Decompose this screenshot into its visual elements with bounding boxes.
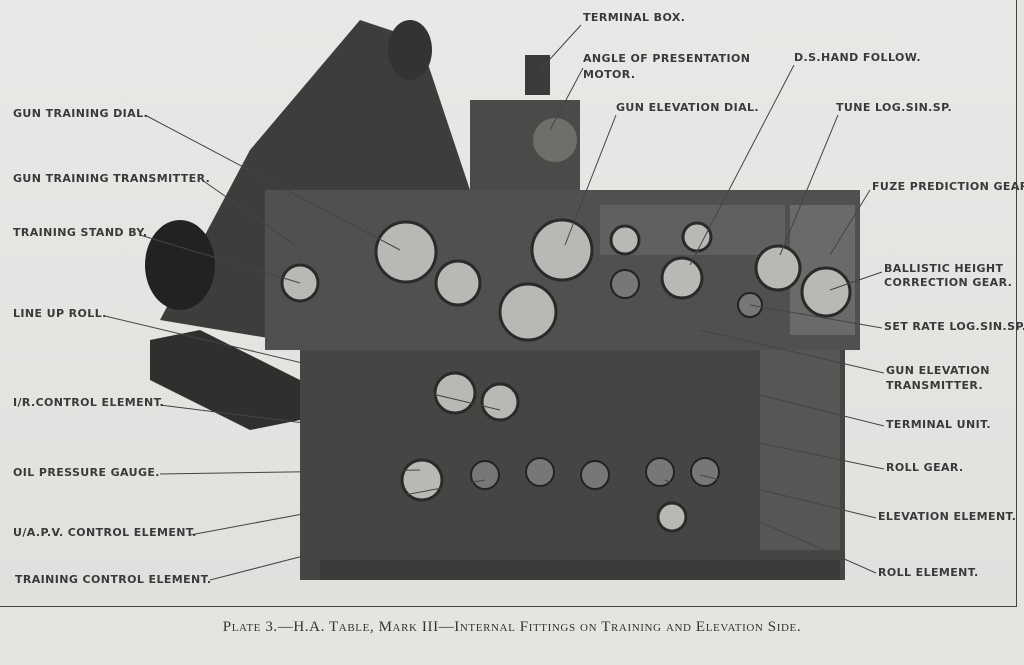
label-set-rate-log-sin-sp: SET RATE LOG.SIN.SP. [884,320,1024,333]
label-training-control-element: TRAINING CONTROL ELEMENT. [15,573,212,586]
label-roll-element: ROLL ELEMENT. [878,566,979,579]
label-angle-of-presentation-motor: MOTOR. [583,68,636,81]
label-terminal-unit: TERMINAL UNIT. [886,418,991,431]
label-gun-training-transmitter: GUN TRAINING TRANSMITTER. [13,172,211,185]
label-elevation-element: ELEVATION ELEMENT. [878,510,1017,523]
label-line-up-roll: LINE UP ROLL. [13,307,107,320]
label-gun-training-dial: GUN TRAINING DIAL. [13,107,149,120]
plate-caption: Plate 3.—H.A. Table, Mark III—Internal F… [222,619,802,635]
label-tune-log-sin-sp: TUNE LOG.SIN.SP. [836,101,953,114]
label-ir-control-element: I/R.CONTROL ELEMENT. [13,396,165,409]
label-transmitter: TRANSMITTER. [886,379,984,392]
label-fuze-prediction-gear: FUZE PREDICTION GEAR. [872,180,1024,193]
label-ds-hand-follow: D.S.HAND FOLLOW. [794,51,921,64]
label-ballistic-height: BALLISTIC HEIGHT [884,262,1004,275]
label-gun-elevation-dial: GUN ELEVATION DIAL. [616,101,759,114]
label-angle-of-presentation: ANGLE OF PRESENTATION [583,52,751,65]
label-training-stand-by: TRAINING STAND BY. [13,226,148,239]
label-uapv-control-element: U/A.P.V. CONTROL ELEMENT. [13,526,197,539]
label-roll-gear: ROLL GEAR. [886,461,964,474]
label-oil-pressure-gauge: OIL PRESSURE GAUGE. [13,466,160,479]
label-correction-gear: CORRECTION GEAR. [884,276,1013,289]
label-terminal-box: TERMINAL BOX. [583,11,686,24]
label-gun-elevation: GUN ELEVATION [886,364,990,377]
